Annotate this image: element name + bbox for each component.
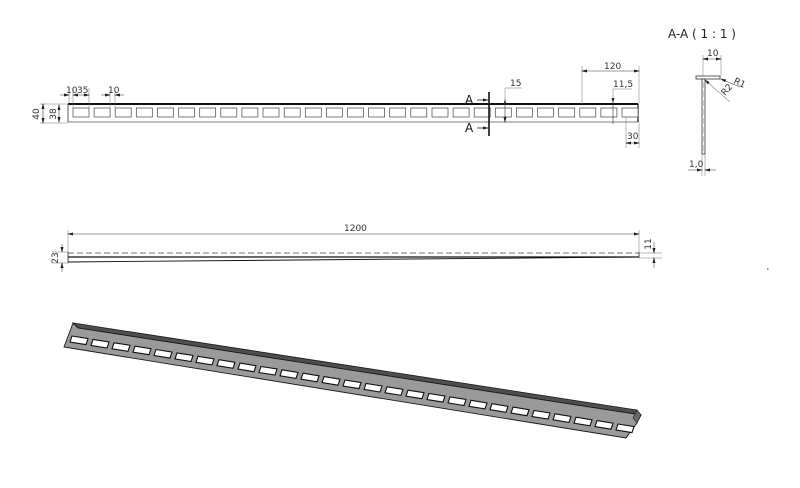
- dim-length-label: 1200: [344, 224, 367, 234]
- dim-first-offset-label: 10: [66, 86, 78, 96]
- section-web: [701, 78, 706, 155]
- iso-slot: [384, 386, 404, 396]
- front-slot: [621, 107, 639, 118]
- section-view-title: A-A ( 1 : 1 ): [668, 27, 736, 41]
- front-slot: [558, 107, 576, 118]
- dim-end-margin-label: 30: [627, 132, 639, 142]
- front-slot: [473, 107, 491, 118]
- section-view: A-A ( 1 : 1 ) 10 R1 R2 1,0: [668, 27, 747, 176]
- iso-slot: [531, 409, 551, 420]
- iso-slot: [195, 355, 215, 366]
- section-marker-bottom-label: A: [465, 121, 474, 135]
- front-slot: [178, 107, 195, 118]
- dim-slot-height-label: 11,5: [613, 80, 633, 90]
- front-slot: [452, 107, 470, 118]
- iso-view: [63, 322, 642, 439]
- dim-thickness-label: 1,0: [689, 160, 704, 170]
- front-slot: [262, 107, 280, 118]
- dim-slot-height: 11,5: [611, 80, 633, 124]
- iso-slot: [111, 342, 131, 352]
- dim-section-offset: 15: [503, 79, 522, 123]
- front-slot: [516, 107, 533, 118]
- front-slot: [410, 107, 428, 118]
- section-flange: [695, 75, 721, 80]
- dim-outer-radius-label: R1: [732, 77, 747, 91]
- iso-slot: [90, 338, 110, 349]
- iso-end-face: [632, 409, 642, 424]
- front-slot: [283, 107, 301, 118]
- stray-mark: [767, 268, 769, 270]
- dim-web-height-label: 38: [49, 108, 59, 120]
- dim-web-height: 38: [49, 104, 61, 123]
- dim-left-height-label: 23: [51, 252, 61, 263]
- dim-overall-height-label: 40: [32, 108, 42, 120]
- iso-slot: [258, 365, 278, 376]
- dim-right-height-label: 11: [644, 238, 654, 249]
- front-slot: [304, 107, 322, 118]
- iso-slot: [510, 406, 530, 417]
- front-slot: [135, 107, 153, 118]
- front-slot: [241, 107, 259, 118]
- front-view: 40 38 10 35 10 A A: [32, 62, 640, 148]
- iso-slot: [426, 392, 446, 403]
- iso-slot: [363, 382, 383, 393]
- front-slot: [579, 107, 597, 118]
- top-view: 1200 23 11: [51, 224, 769, 272]
- front-slot: [600, 107, 618, 118]
- front-slot: [220, 107, 238, 118]
- dim-slot-gap-label: 10: [108, 86, 120, 96]
- dim-overall-height: 40: [32, 103, 68, 124]
- iso-slot: [615, 423, 635, 434]
- iso-slots: [69, 335, 635, 434]
- iso-flange: [71, 322, 642, 416]
- iso-slot: [69, 335, 89, 346]
- front-view-slots: [72, 107, 639, 118]
- front-slot: [389, 107, 407, 118]
- front-slot: [431, 107, 449, 118]
- iso-slot: [573, 416, 593, 427]
- iso-slot: [174, 352, 194, 363]
- iso-slot: [468, 399, 488, 410]
- iso-slot: [132, 345, 152, 356]
- front-slot: [199, 107, 217, 118]
- iso-slot: [342, 379, 362, 390]
- iso-slot: [216, 359, 236, 369]
- iso-slot: [489, 403, 509, 413]
- section-marker-top-label: A: [465, 93, 474, 107]
- iso-slot: [552, 413, 572, 424]
- dim-end-margin: 30: [625, 117, 640, 148]
- section-marker: A A: [465, 92, 490, 136]
- front-slot: [347, 107, 364, 118]
- front-slot: [537, 107, 554, 118]
- dim-slot-length-label: 35: [77, 86, 88, 96]
- front-slot: [326, 107, 343, 118]
- front-slot: [72, 107, 90, 118]
- iso-slot: [153, 348, 173, 359]
- dim-section-offset-label: 15: [510, 79, 521, 89]
- iso-slot: [237, 362, 257, 373]
- front-slot: [93, 107, 111, 118]
- front-slot: [494, 107, 512, 118]
- dim-slot-gap: 10: [101, 86, 124, 108]
- iso-slot: [594, 419, 614, 430]
- front-slot: [114, 107, 132, 118]
- dim-end-span: 120: [581, 62, 640, 104]
- iso-slot: [447, 396, 467, 407]
- iso-slot: [300, 372, 320, 383]
- iso-slot: [321, 375, 341, 386]
- top-view-tapered-edge: [67, 256, 640, 263]
- iso-slot: [279, 369, 299, 380]
- dim-end-span-label: 120: [604, 62, 621, 72]
- dim-slot-spacing-start: 10 35: [60, 86, 90, 108]
- front-slot: [368, 107, 385, 118]
- dim-flange-width-label: 10: [707, 49, 719, 59]
- iso-slot: [405, 389, 425, 400]
- front-slot: [157, 107, 174, 118]
- iso-web: [63, 322, 642, 439]
